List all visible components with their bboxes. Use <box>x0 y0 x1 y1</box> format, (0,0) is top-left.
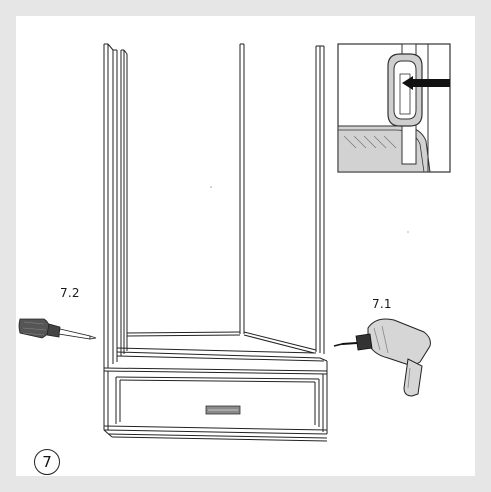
instruction-page: 7.2 7.1 7 <box>16 16 475 476</box>
step-number-badge: 7 <box>34 449 60 475</box>
assembly-illustration <box>18 43 451 442</box>
drill-icon <box>333 318 431 397</box>
screwdriver-label: 7.2 <box>60 286 80 300</box>
drill-label: 7.1 <box>372 297 392 311</box>
magnified-clip-detail <box>337 43 451 173</box>
screwdriver-icon <box>18 318 97 340</box>
cabinet-frame <box>103 43 328 442</box>
step-number: 7 <box>42 453 52 471</box>
